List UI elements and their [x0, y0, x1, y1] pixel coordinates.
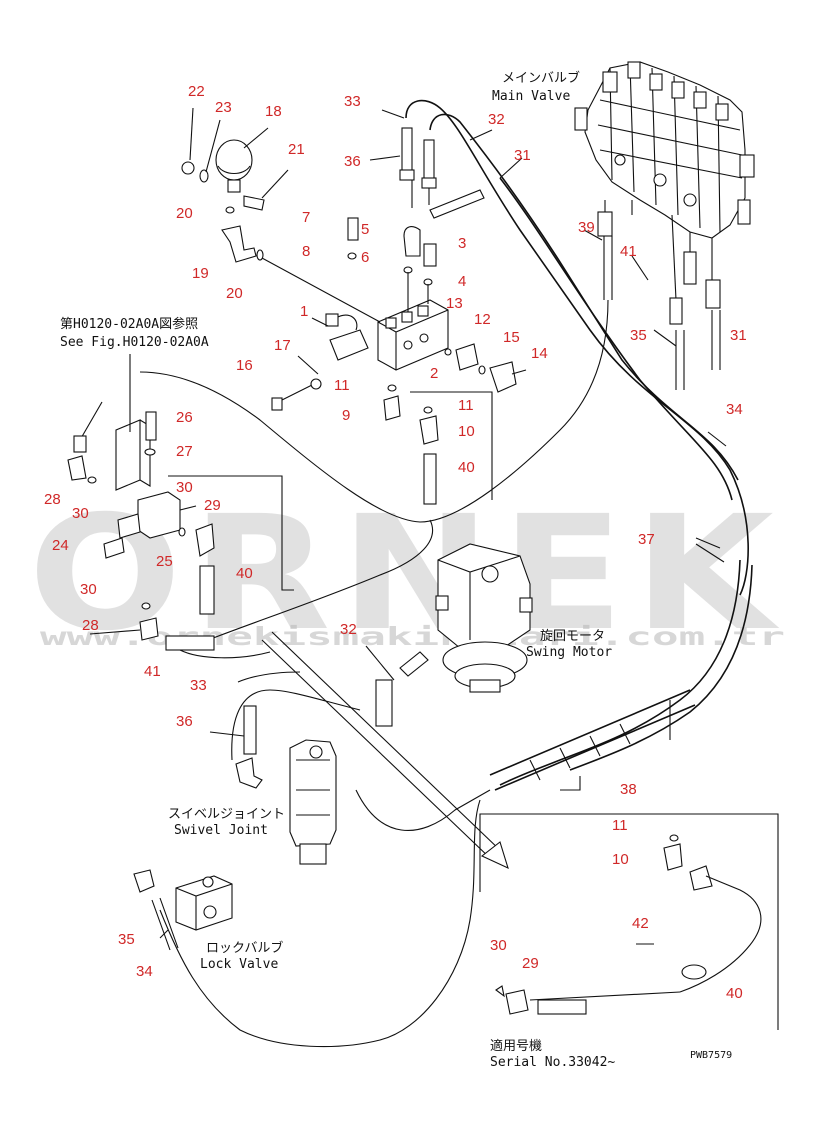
callout-35b[interactable]: 35	[118, 931, 135, 948]
callout-40b[interactable]: 40	[236, 565, 253, 582]
callout-21[interactable]: 21	[288, 141, 305, 158]
callout-33b[interactable]: 33	[190, 677, 207, 694]
label-swing-motor-jp: 旋回モータ	[540, 629, 605, 644]
callout-1[interactable]: 1	[300, 303, 308, 320]
callout-27[interactable]: 27	[176, 443, 193, 460]
callout-4[interactable]: 4	[458, 273, 466, 290]
callout-34[interactable]: 34	[726, 401, 743, 418]
callout-26[interactable]: 26	[176, 409, 193, 426]
label-ref-en: See Fig.H0120-02A0A	[60, 335, 209, 350]
swing-motor	[375, 543, 533, 727]
callout-7[interactable]: 7	[302, 209, 310, 226]
callout-33[interactable]: 33	[344, 93, 361, 110]
callout-36b[interactable]: 36	[176, 713, 193, 730]
label-lock-valve-jp: ロックバルブ	[206, 940, 283, 956]
swivel-joint	[235, 705, 337, 865]
callout-41b[interactable]: 41	[144, 663, 161, 680]
callout-30b[interactable]: 30	[176, 479, 193, 496]
callout-23[interactable]: 23	[215, 99, 232, 116]
callout-16[interactable]: 16	[236, 357, 253, 374]
label-serial-en: Serial No.33042~	[490, 1055, 615, 1070]
callout-24[interactable]: 24	[52, 537, 69, 554]
callout-31b[interactable]: 31	[730, 327, 747, 344]
callout-29[interactable]: 29	[204, 497, 221, 514]
callout-12[interactable]: 12	[474, 311, 491, 328]
callout-37[interactable]: 37	[638, 531, 655, 548]
label-main-valve-jp: メインバルブ	[502, 70, 580, 86]
label-lock-valve-en: Lock Valve	[200, 957, 278, 972]
callout-35[interactable]: 35	[630, 327, 647, 344]
callout-18[interactable]: 18	[265, 103, 282, 120]
label-swivel-joint-jp: スイベルジョイント	[168, 807, 285, 822]
callout-40[interactable]: 40	[458, 459, 475, 476]
callout-36[interactable]: 36	[344, 153, 361, 170]
callout-3[interactable]: 3	[458, 235, 466, 252]
callout-32b[interactable]: 32	[340, 621, 357, 638]
callout-11[interactable]: 11	[334, 377, 350, 394]
label-serial-jp: 適用号機	[490, 1038, 542, 1054]
callout-14[interactable]: 14	[531, 345, 548, 362]
solenoid-valve	[271, 299, 449, 411]
callout-8[interactable]: 8	[302, 243, 310, 260]
callout-9[interactable]: 9	[342, 407, 350, 424]
serial-detail-box	[479, 813, 779, 1030]
callout-22[interactable]: 22	[188, 83, 205, 100]
callout-30d[interactable]: 30	[490, 937, 507, 954]
left-block	[67, 401, 294, 651]
main-valve-fittings	[597, 200, 721, 325]
label-swivel-joint-en: Swivel Joint	[174, 823, 268, 838]
label-main-valve-en: Main Valve	[492, 89, 570, 104]
callout-19[interactable]: 19	[192, 265, 209, 282]
callout-32[interactable]: 32	[488, 111, 505, 128]
callout-41[interactable]: 41	[620, 243, 637, 260]
lock-valve	[133, 869, 233, 951]
label-ref-jp: 第H0120-02A0A図参照	[60, 316, 198, 332]
callout-6[interactable]: 6	[361, 249, 369, 266]
center-fittings	[347, 127, 527, 505]
component-labels: メインバルブ Main Valve 第H0120-02A0A図参照 See Fi…	[60, 70, 732, 1070]
hose-lines	[139, 99, 753, 1048]
accumulator	[181, 139, 381, 323]
callout-40c[interactable]: 40	[726, 985, 743, 1002]
callout-30[interactable]: 30	[72, 505, 89, 522]
callout-11b[interactable]: 11	[458, 397, 474, 414]
callout-39[interactable]: 39	[578, 219, 595, 236]
callout-numbers: 22 23 18 21 20 33 36 32 31 7 5 8 6 3 4 1…	[44, 83, 747, 1002]
callout-10[interactable]: 10	[458, 423, 475, 440]
callout-17[interactable]: 17	[274, 337, 291, 354]
callout-38[interactable]: 38	[620, 781, 637, 798]
label-swing-motor-en: Swing Motor	[526, 645, 612, 660]
callout-2[interactable]: 2	[430, 365, 438, 382]
callout-20[interactable]: 20	[176, 205, 193, 222]
callout-42[interactable]: 42	[632, 915, 649, 932]
callout-30c[interactable]: 30	[80, 581, 97, 598]
callout-31[interactable]: 31	[514, 147, 531, 164]
callout-10b[interactable]: 10	[612, 851, 629, 868]
callout-28[interactable]: 28	[44, 491, 61, 508]
main-valve	[574, 61, 755, 239]
callout-13[interactable]: 13	[446, 295, 463, 312]
callout-5[interactable]: 5	[361, 221, 369, 238]
callout-34b[interactable]: 34	[136, 963, 153, 980]
callout-25[interactable]: 25	[156, 553, 173, 570]
callout-15[interactable]: 15	[503, 329, 520, 346]
callout-11c[interactable]: 11	[612, 817, 628, 834]
callout-29b[interactable]: 29	[522, 955, 539, 972]
callout-leaders	[89, 107, 727, 945]
callout-20b[interactable]: 20	[226, 285, 243, 302]
label-drawing-code: PWB7579	[690, 1050, 732, 1061]
watermark-url: www.ornekismakinalari.com.tr	[40, 622, 785, 651]
callout-28b[interactable]: 28	[82, 617, 99, 634]
